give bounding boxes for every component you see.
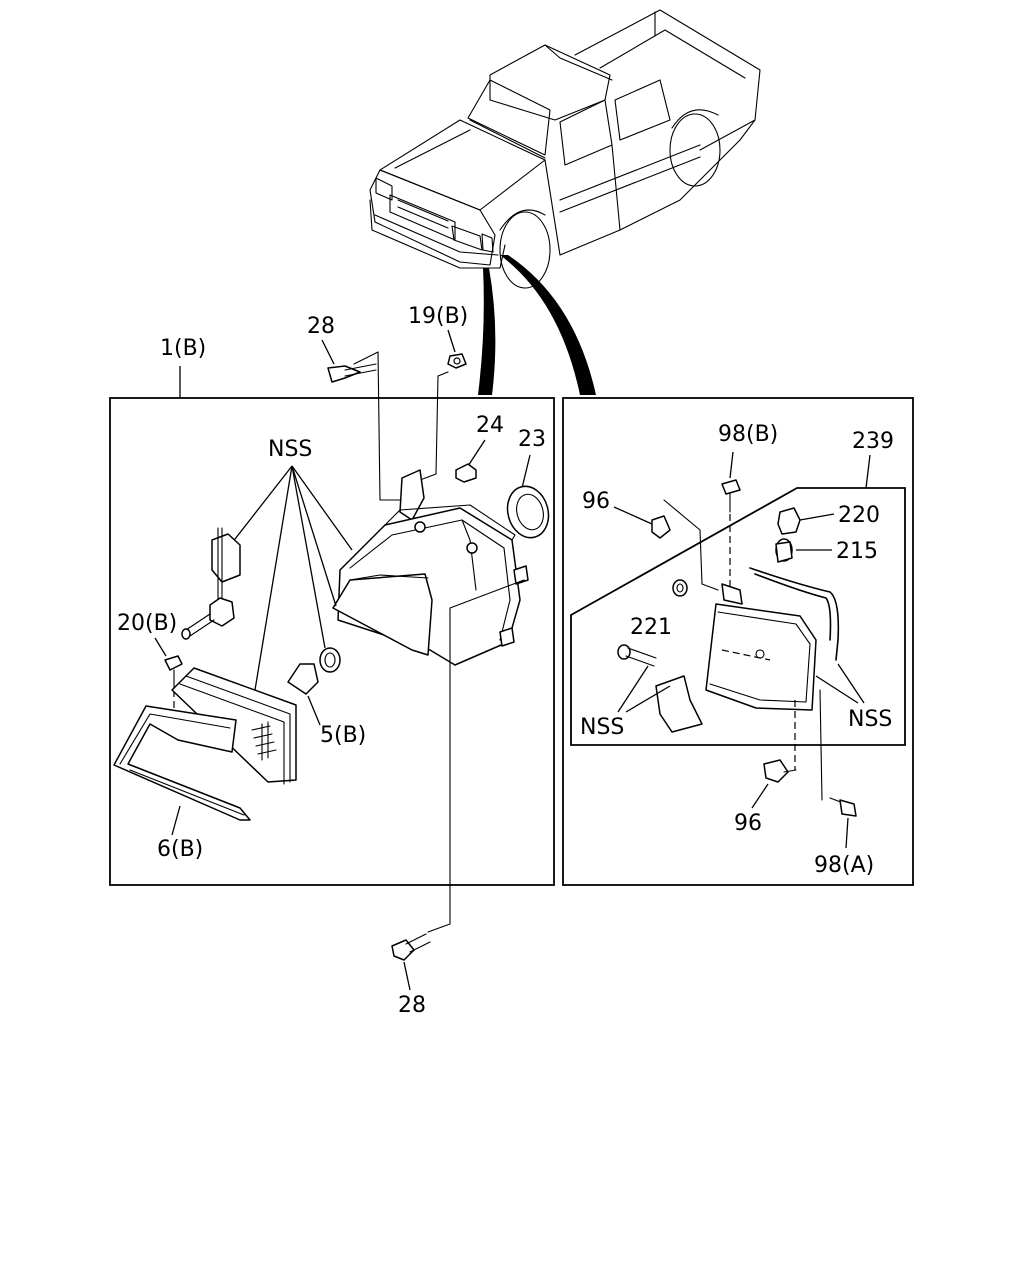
label-23: 23 (518, 427, 546, 452)
leader-nss-right-b-2 (815, 675, 859, 704)
label-19b: 19(B) (408, 304, 468, 329)
nut-19b (447, 329, 467, 369)
bulb-socket-220 (777, 507, 801, 535)
bezel-6b (113, 705, 251, 821)
screw-20b (164, 655, 183, 710)
label-98a: 98(A) (814, 853, 874, 878)
leader-nss-right-b-1 (837, 663, 865, 704)
clip-24 (455, 463, 477, 483)
wiring-harness (749, 567, 840, 661)
label-96-top: 96 (582, 489, 610, 514)
label-98b: 98(B) (718, 422, 778, 447)
leader-23 (521, 454, 531, 489)
mounting-bracket (399, 469, 425, 521)
side-lamp-group-frame (562, 397, 914, 886)
label-220: 220 (838, 503, 880, 528)
label-221: 221 (630, 615, 672, 640)
pickup-truck-icon (369, 9, 761, 289)
label-215: 215 (836, 539, 878, 564)
screw-nss (617, 644, 657, 667)
label-24: 24 (476, 413, 504, 438)
leader-96-top (613, 506, 653, 525)
side-lamp-bracket (655, 675, 703, 733)
headlamp-group-frame (109, 397, 555, 886)
bulb-215 (775, 538, 793, 563)
connector-96-top (663, 499, 719, 591)
leader-98a (845, 817, 849, 849)
adjuster-screw (181, 527, 241, 640)
leader-28-bottom (403, 961, 411, 991)
leader-239 (865, 454, 871, 489)
connector-housing-28 (427, 579, 525, 933)
label-nss-left: NSS (268, 437, 312, 462)
bolt-28-bottom (391, 933, 431, 961)
label-96-bottom: 96 (734, 811, 762, 836)
nss-left-leaders (227, 465, 353, 691)
leader-24 (467, 439, 486, 467)
leader-nss-right-a-1 (617, 665, 649, 713)
clip-96-top (651, 515, 671, 539)
seal-ring-23 (506, 485, 550, 539)
callout-leader-left (478, 268, 496, 395)
leader-nss-right-a-2 (625, 685, 671, 713)
callout-leader-right (500, 255, 596, 395)
bulb-5b (287, 647, 341, 695)
bolt-28-top (321, 339, 377, 383)
leader-20b (154, 637, 167, 657)
connector-28 (353, 351, 405, 501)
leader-5b (307, 695, 321, 726)
label-5b: 5(B) (320, 723, 366, 748)
headlamp-housing (332, 504, 529, 666)
label-20b: 20(B) (117, 611, 177, 636)
leader-98b (729, 451, 734, 479)
screw-98a (829, 797, 857, 817)
label-6b: 6(B) (157, 837, 203, 862)
screw-98b (721, 479, 741, 590)
label-1b: 1(B) (160, 336, 206, 361)
wiring-harness-inner (754, 573, 832, 641)
leader-6b (171, 805, 181, 836)
side-lamp-subassembly-frame (570, 487, 906, 746)
grommet-221 (672, 579, 688, 597)
leader-96-bottom (751, 783, 769, 809)
leader-220 (799, 513, 835, 521)
label-28-bottom: 28 (398, 993, 426, 1018)
line-98a (819, 689, 823, 801)
label-nss-right-b: NSS (848, 707, 892, 732)
label-nss-right-a: NSS (580, 715, 624, 740)
clip-96-bottom (763, 759, 789, 783)
side-lamp-lens (705, 583, 817, 711)
label-28-top: 28 (307, 314, 335, 339)
connector-19b (419, 371, 449, 481)
label-239: 239 (852, 429, 894, 454)
connector-96-bottom (783, 769, 797, 773)
